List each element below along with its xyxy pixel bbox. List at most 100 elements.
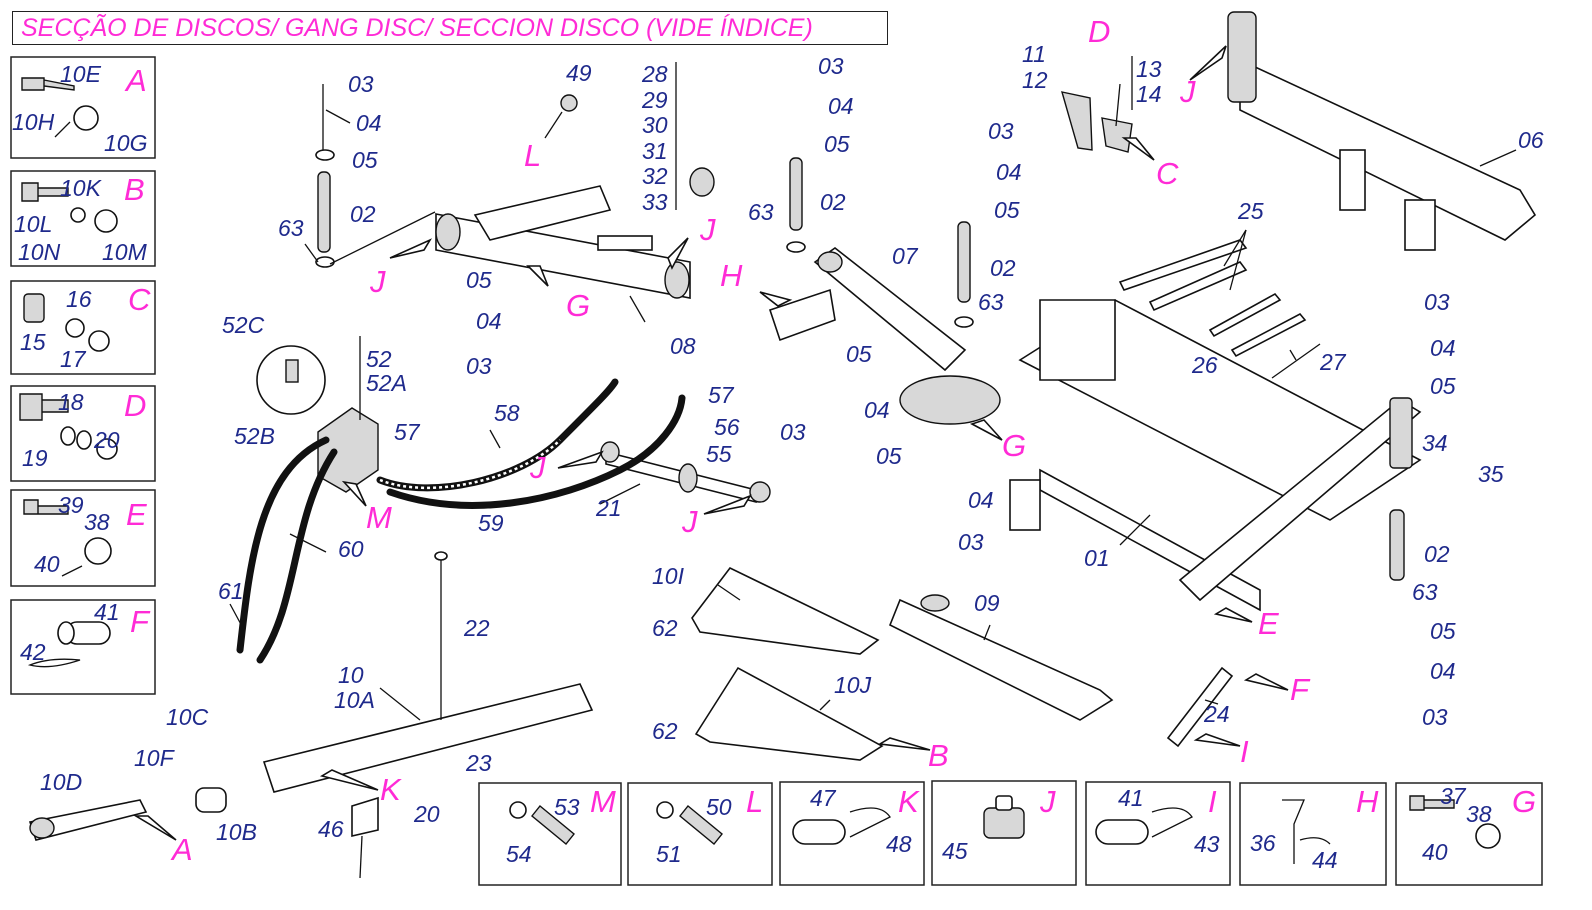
- bolt-drawing: [531, 805, 575, 845]
- spacer-stack-3: [954, 221, 974, 328]
- label-04h: 04: [1430, 658, 1456, 684]
- letter-j-hose: J: [529, 450, 546, 485]
- bolt-drawing: [1409, 795, 1455, 811]
- letter-g-arm1: G: [566, 288, 590, 323]
- label-10f: 10F: [134, 745, 176, 771]
- label-03g: 03: [1424, 289, 1450, 315]
- label-10b: 10B: [216, 819, 257, 845]
- label-04g: 04: [1430, 335, 1456, 361]
- label-33: 33: [642, 189, 668, 215]
- label-05d: 05: [846, 341, 872, 367]
- letter-d-box: D: [124, 388, 146, 423]
- washer-drawing: [60, 426, 76, 446]
- pin-drawing: [21, 182, 69, 202]
- hydraulic-block-52: [256, 345, 379, 493]
- beam-09: [888, 594, 1114, 721]
- label-48: 48: [886, 831, 912, 857]
- label-63c: 63: [748, 199, 774, 225]
- label-39: 39: [58, 492, 84, 518]
- label-41b: 41: [1118, 785, 1144, 811]
- bracket-13-14: [1101, 117, 1133, 153]
- bolt-drawing: [23, 499, 69, 515]
- detail-box-k: [779, 781, 925, 886]
- detail-box-j: [931, 780, 1077, 886]
- label-07: 07: [892, 243, 919, 269]
- label-25: 25: [1237, 198, 1264, 224]
- label-34: 34: [1422, 430, 1448, 456]
- label-09: 09: [974, 590, 1000, 616]
- scraper-25b: [1148, 261, 1248, 312]
- label-10k: 10K: [60, 175, 103, 201]
- label-10e: 10E: [60, 61, 102, 87]
- label-20b: 20: [413, 801, 440, 827]
- label-52c: 52C: [222, 312, 265, 338]
- label-52b: 52B: [234, 423, 275, 449]
- spacer-stack-2: [786, 157, 806, 253]
- label-24: 24: [1203, 701, 1230, 727]
- label-63g: 63: [1412, 579, 1438, 605]
- castle-nut-drawing: [73, 105, 99, 131]
- label-02g: 02: [1424, 541, 1450, 567]
- letter-f-box: F: [130, 604, 151, 639]
- top-frame-06: [1227, 11, 1537, 251]
- detail-box-c: [10, 280, 156, 375]
- label-63a: 63: [278, 215, 304, 241]
- letter-k-box: K: [898, 784, 920, 819]
- letter-a-bar: A: [170, 832, 193, 867]
- bracket-11-12: [1061, 91, 1093, 151]
- detail-box-a: [10, 56, 156, 159]
- pin-drawing: [792, 819, 846, 845]
- detail-box-f: [10, 599, 156, 695]
- main-frame-01: [1009, 299, 1422, 612]
- label-12: 12: [1022, 67, 1048, 93]
- leader-lines: [229, 56, 1517, 721]
- label-05c: 05: [824, 131, 850, 157]
- label-02c: 02: [820, 189, 846, 215]
- letter-j-arm1-right: J: [699, 212, 716, 247]
- washer-drawing-2: [76, 430, 92, 450]
- grease-fitting-drawing: [983, 807, 1025, 839]
- label-57b: 57: [708, 382, 735, 408]
- arm-07: [768, 247, 1001, 425]
- label-36: 36: [1250, 830, 1276, 856]
- detail-box-e: [10, 489, 156, 587]
- bushing-28-33: [689, 167, 715, 197]
- label-62b: 62: [652, 718, 678, 744]
- nut-drawing: [94, 209, 118, 233]
- detail-box-i: [1085, 781, 1231, 886]
- label-37: 37: [1440, 783, 1467, 809]
- clip-drawing: [1299, 837, 1331, 845]
- label-28: 28: [641, 61, 668, 87]
- label-03b: 03: [466, 353, 492, 379]
- washer-drawing: [65, 318, 85, 338]
- label-02a: 02: [350, 201, 376, 227]
- letter-c-box: C: [128, 282, 151, 317]
- letter-j-box: J: [1039, 784, 1056, 819]
- scraper-25a: [1118, 239, 1248, 291]
- letter-j-top: J: [1179, 74, 1196, 109]
- label-40b: 40: [1422, 839, 1448, 865]
- label-03e: 03: [988, 118, 1014, 144]
- label-10l: 10L: [14, 211, 52, 237]
- spacer-stack-4: [1389, 509, 1405, 581]
- letter-k-bar: K: [380, 772, 402, 807]
- label-16: 16: [66, 286, 92, 312]
- label-10j: 10J: [834, 672, 872, 698]
- label-56: 56: [714, 414, 740, 440]
- label-10c: 10C: [166, 704, 209, 730]
- label-57a: 57: [394, 419, 421, 445]
- letter-e-box: E: [126, 497, 147, 532]
- detail-box-b: [10, 170, 156, 267]
- label-27: 27: [1319, 349, 1347, 375]
- hex-nut-drawing: [96, 438, 118, 460]
- washer-drawing: [656, 801, 674, 819]
- bolt-drawing: [19, 393, 69, 421]
- letter-e-frame: E: [1258, 606, 1279, 641]
- detail-box-l: [627, 782, 773, 886]
- letter-d-top: D: [1088, 14, 1110, 49]
- arm-08: [435, 185, 691, 299]
- letter-i-link: I: [1240, 734, 1249, 769]
- bolt-drawing: [21, 77, 75, 91]
- detail-box-m: [478, 782, 622, 886]
